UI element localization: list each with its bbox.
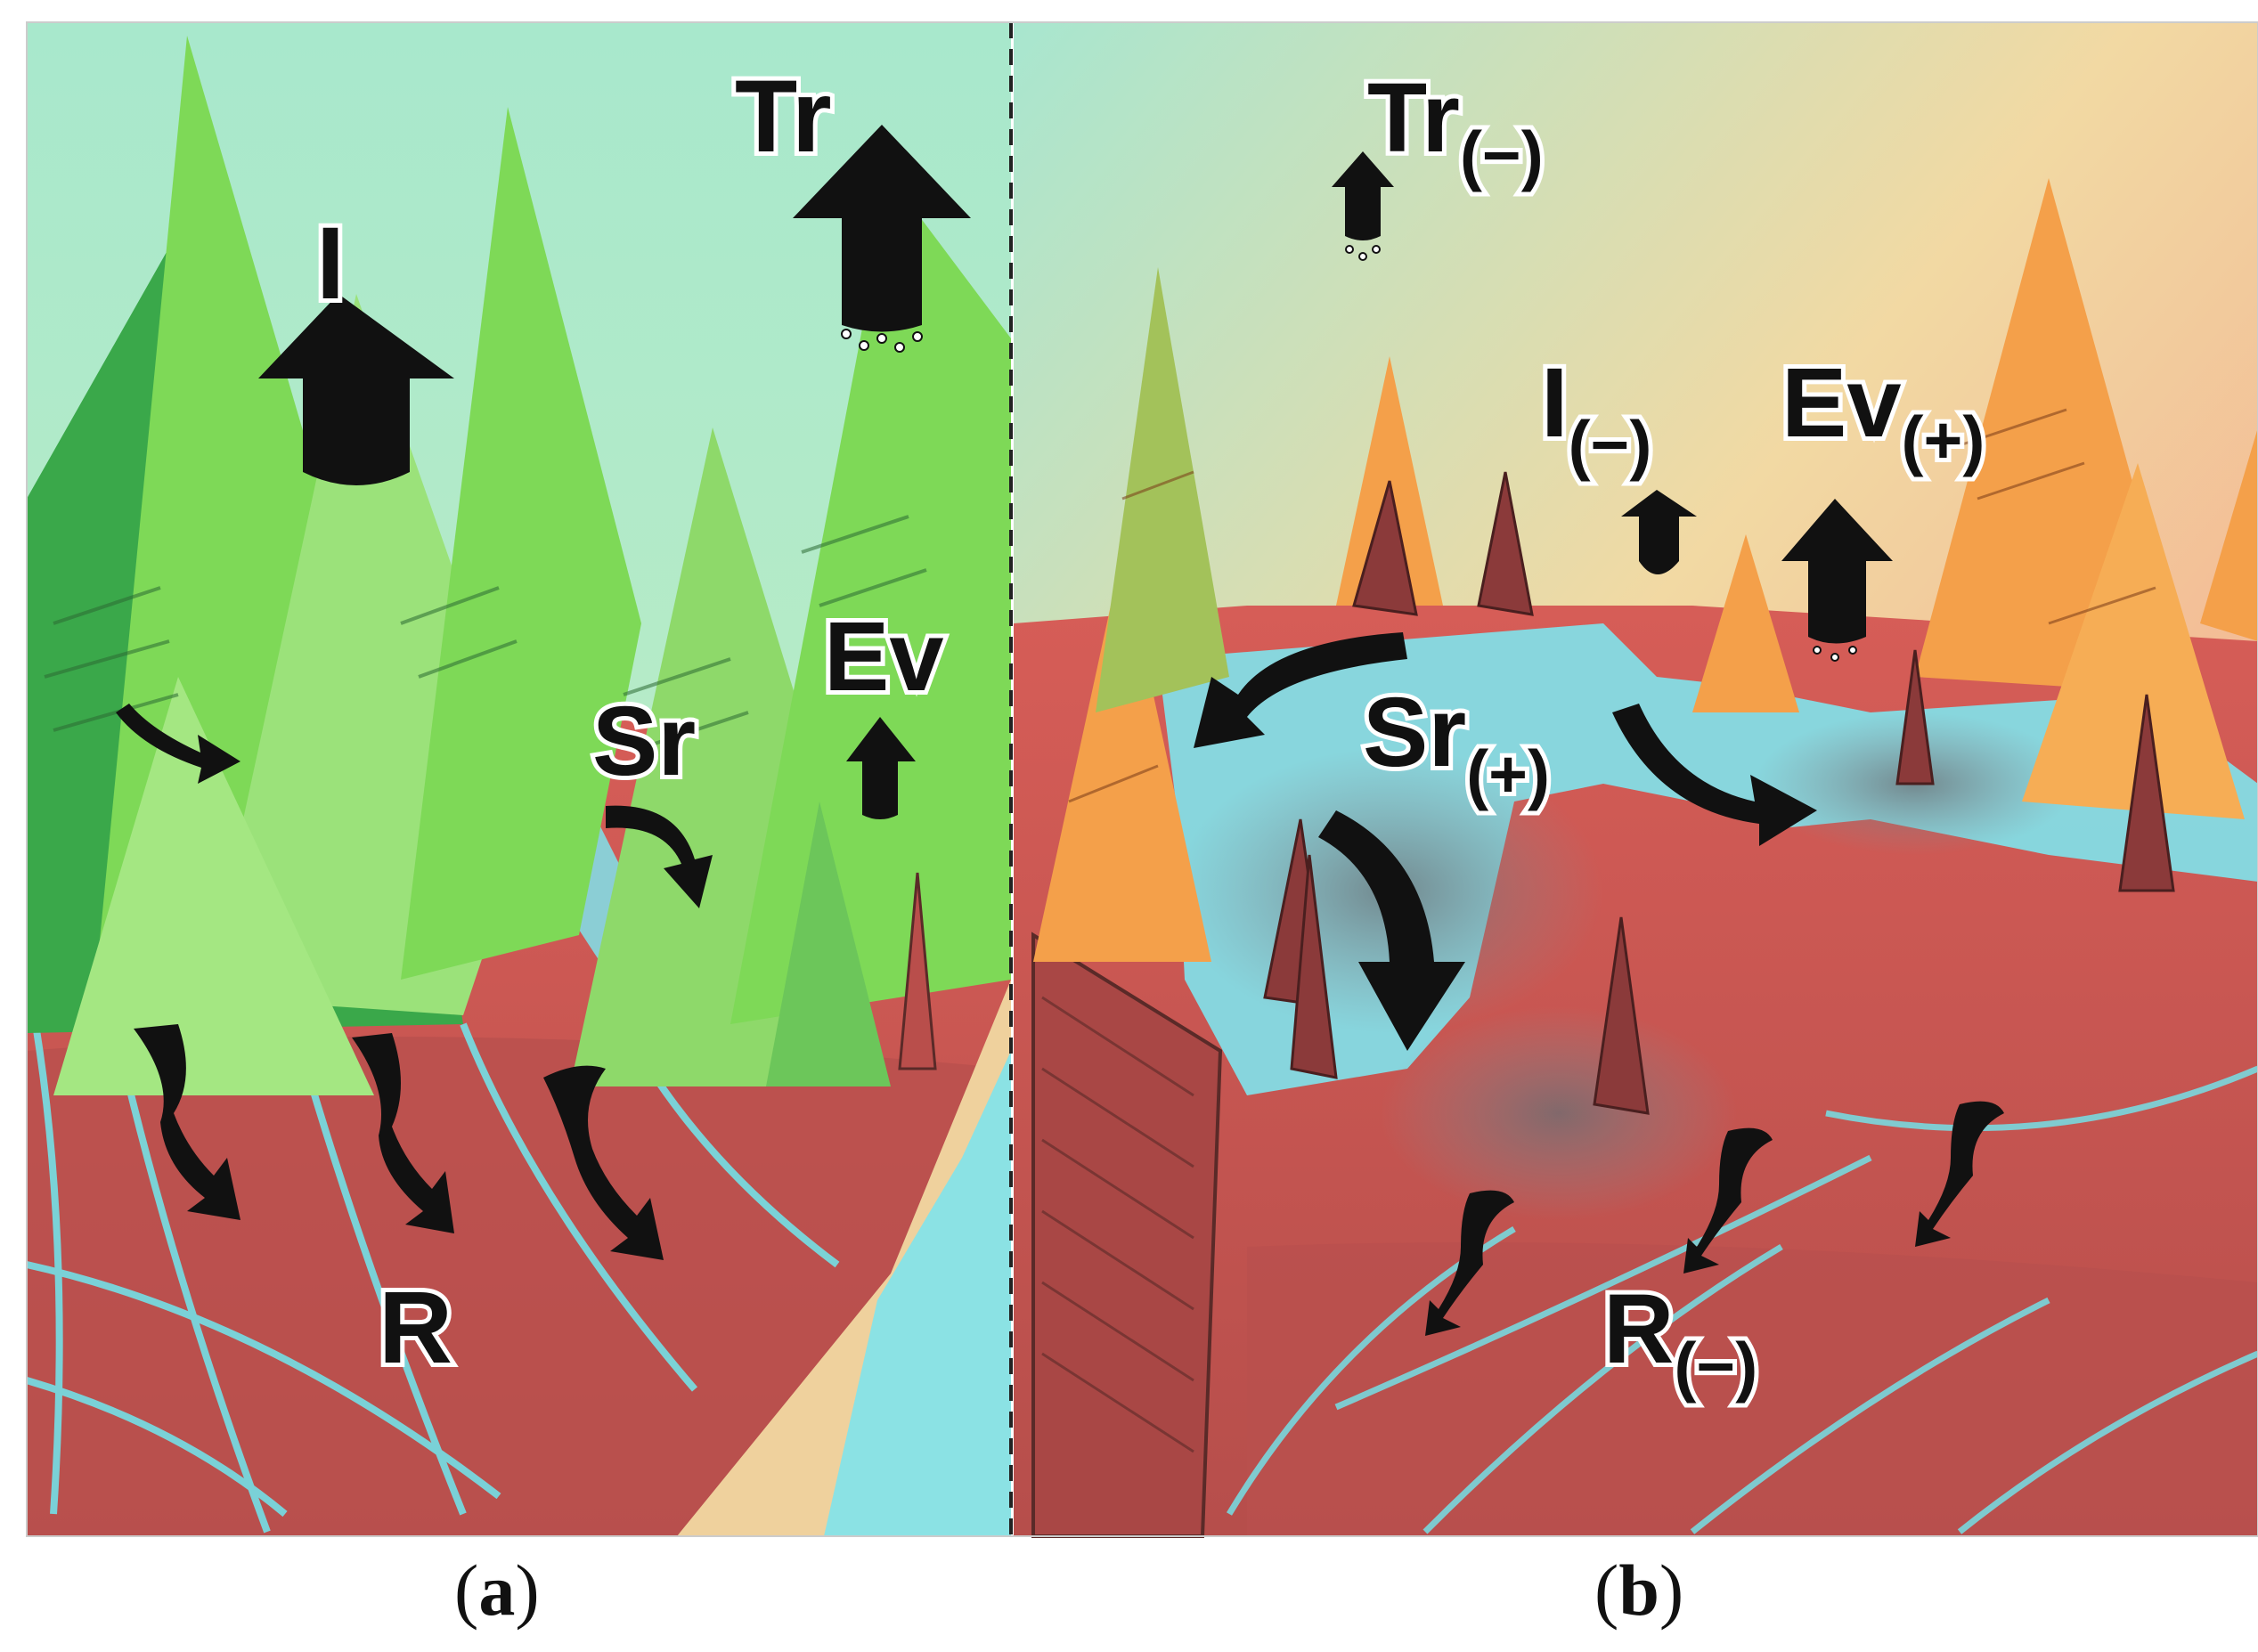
label-recharge-b-change: (−) bbox=[1674, 1329, 1757, 1404]
ash-patch-2 bbox=[1381, 1006, 1737, 1220]
label-interception-b-symbol: I bbox=[1541, 348, 1569, 458]
surface-runoff-arrow-a bbox=[606, 805, 713, 908]
label-surface-runoff-b: Sr(+) bbox=[1363, 678, 1550, 811]
caption-a-letter: a bbox=[478, 1550, 516, 1631]
label-evaporation-b-change: (+) bbox=[1902, 403, 1985, 477]
caption-a-close: ) bbox=[515, 1550, 540, 1631]
interception-arrow-b bbox=[1621, 490, 1697, 574]
panel-a-soil-band bbox=[27, 1037, 1011, 1536]
panel-b-trees bbox=[1033, 178, 2258, 962]
panel-b-flux-arrows bbox=[1194, 151, 2004, 1336]
panel-caption-b: (b) bbox=[1594, 1554, 1683, 1627]
panel-a-healthy-forest: I Tr Ev Sr R bbox=[25, 22, 1011, 1536]
transpiration-arrow-a bbox=[793, 125, 971, 332]
evaporation-arrow-a bbox=[846, 717, 916, 819]
surface-runoff-arrow-b-right bbox=[1612, 704, 1817, 846]
label-transpiration-a: Tr bbox=[735, 60, 832, 174]
label-evaporation-b-symbol: Ev bbox=[1781, 348, 1902, 458]
label-transpiration-b-symbol: Tr bbox=[1367, 63, 1460, 173]
evaporation-arrow-b bbox=[1781, 499, 1893, 644]
transpiration-droplets-a bbox=[841, 329, 923, 353]
caption-b-letter: b bbox=[1618, 1550, 1659, 1631]
transpiration-arrow-b bbox=[1332, 151, 1394, 240]
panel-caption-a: (a) bbox=[454, 1554, 540, 1627]
surface-runoff-arrow-b-left bbox=[1194, 632, 1407, 748]
recharge-arrow-a-3 bbox=[543, 1065, 664, 1260]
panel-a-flux-arrows bbox=[116, 125, 971, 1260]
interception-arrow-a bbox=[258, 294, 454, 485]
label-surface-runoff-a: Sr bbox=[592, 687, 696, 796]
small-flow-arrow-a bbox=[116, 704, 240, 784]
recharge-arrow-a-2 bbox=[352, 1033, 454, 1233]
label-transpiration-b: Tr(−) bbox=[1367, 63, 1544, 192]
label-interception-a: I bbox=[316, 207, 345, 321]
label-interception-b-change: (−) bbox=[1569, 407, 1652, 482]
label-recharge-b: R(−) bbox=[1603, 1274, 1757, 1404]
recharge-arrow-b-1 bbox=[1425, 1190, 1514, 1336]
panel-a-stream bbox=[824, 1051, 1011, 1536]
caption-a-open: ( bbox=[454, 1550, 479, 1631]
label-evaporation-b: Ev(+) bbox=[1781, 348, 1985, 477]
panel-b-burnt-trunks bbox=[1263, 471, 2175, 1115]
label-interception-b: I(−) bbox=[1541, 348, 1651, 482]
panel-b-burned-forest: Tr(−) I(−) Ev(+) Sr(+) R(−) bbox=[1014, 22, 2258, 1538]
figure-frame bbox=[26, 21, 2258, 1537]
recharge-arrow-b-3 bbox=[1915, 1101, 2004, 1247]
panel-b-cliff-hatching bbox=[1041, 996, 1194, 1453]
evaporation-droplets-b bbox=[1813, 646, 1857, 662]
panel-a-trees bbox=[27, 36, 1011, 1095]
label-evaporation-a: Ev bbox=[824, 602, 944, 712]
recharge-arrow-b-2 bbox=[1683, 1127, 1773, 1274]
caption-b-close: ) bbox=[1659, 1550, 1684, 1631]
label-recharge-b-symbol: R bbox=[1603, 1274, 1674, 1384]
label-recharge-a: R bbox=[379, 1271, 452, 1385]
label-transpiration-b-change: (−) bbox=[1460, 118, 1544, 192]
recharge-arrow-a-1 bbox=[134, 1024, 240, 1220]
surface-runoff-arrow-b-down bbox=[1318, 810, 1465, 1051]
label-surface-runoff-b-change: (+) bbox=[1466, 736, 1550, 811]
label-surface-runoff-b-symbol: Sr bbox=[1363, 678, 1466, 787]
panel-a-trunk bbox=[898, 872, 937, 1070]
caption-b-open: ( bbox=[1594, 1550, 1619, 1631]
transpiration-droplets-b bbox=[1345, 245, 1381, 261]
